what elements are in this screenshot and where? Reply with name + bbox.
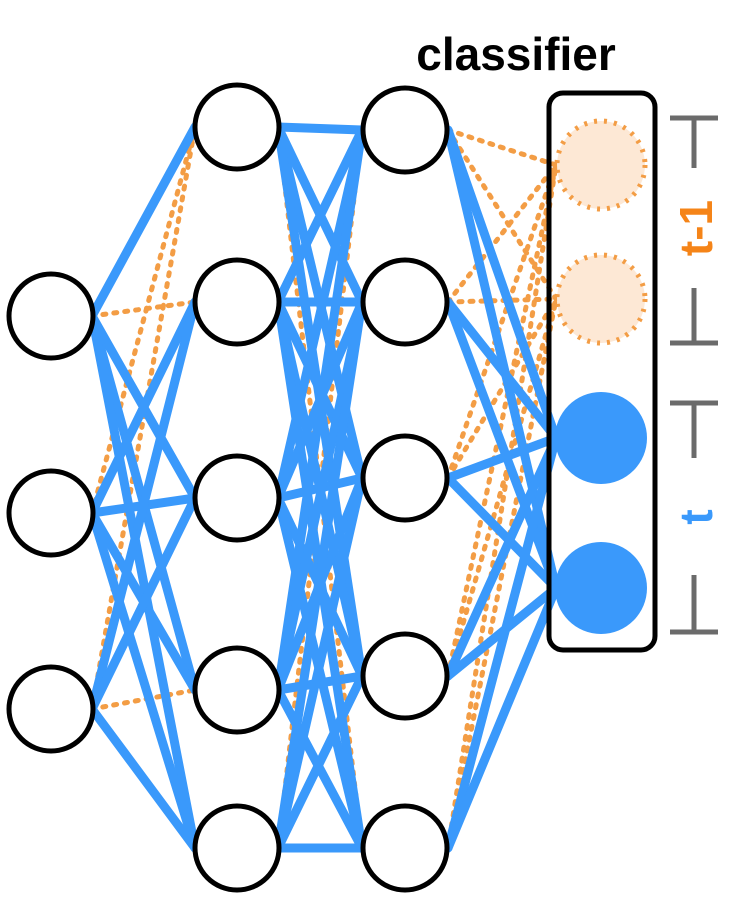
hidden-node (192, 257, 282, 347)
active-connections (87, 122, 561, 853)
frozen-edge (445, 162, 559, 851)
current-task-bracket (670, 400, 718, 635)
active-edge (443, 433, 561, 853)
prev-task-bracket (670, 115, 718, 346)
frozen-edge (445, 162, 559, 679)
frozen-edge (445, 162, 559, 481)
active-edge (87, 508, 200, 853)
frozen-edge (89, 687, 198, 712)
hidden-node (360, 433, 450, 523)
active-edge (87, 311, 200, 853)
input-node (6, 271, 96, 361)
input-node (6, 468, 96, 558)
active-edge (443, 297, 561, 593)
active-edge (273, 122, 367, 135)
active-edge (87, 297, 200, 518)
active-edge (273, 671, 367, 853)
network-nodes (6, 82, 648, 893)
current-task-output-node (555, 392, 647, 484)
classifier-title: classifier (416, 28, 616, 80)
frozen-edge (89, 124, 198, 712)
active-edge (87, 122, 200, 321)
hidden-node (192, 803, 282, 893)
prev-task-label: t-1 (670, 200, 722, 256)
frozen-edge (89, 299, 198, 319)
frozen-edge (89, 124, 198, 516)
frozen-edge (445, 162, 559, 305)
frozen-edge (445, 296, 559, 305)
active-edge (87, 297, 200, 714)
hidden-node (360, 631, 450, 721)
hidden-node (360, 257, 450, 347)
active-edge (443, 473, 561, 593)
hidden-node (192, 82, 282, 172)
hidden-node (192, 645, 282, 735)
active-edge (273, 125, 367, 307)
classifier-box (546, 90, 658, 653)
active-edge (443, 297, 561, 443)
current-task-label: t (670, 509, 722, 524)
active-edge (443, 583, 561, 853)
hidden-node (360, 85, 450, 175)
frozen-edge (445, 296, 559, 679)
active-edge (87, 493, 200, 714)
hidden-node (360, 803, 450, 893)
frozen-edge (445, 127, 559, 168)
active-edge (273, 125, 367, 695)
active-edge (273, 125, 367, 503)
current-task-output-node (555, 542, 647, 634)
active-edge (443, 433, 561, 681)
active-edge (87, 704, 200, 853)
active-edge (443, 433, 561, 483)
prev-task-output-node (554, 252, 648, 346)
input-node (6, 664, 96, 754)
frozen-edge (445, 296, 559, 481)
active-edge (443, 125, 561, 443)
prev-task-output-node (554, 118, 648, 212)
active-edge (273, 297, 367, 853)
active-edge (273, 473, 367, 853)
hidden-node (192, 453, 282, 543)
